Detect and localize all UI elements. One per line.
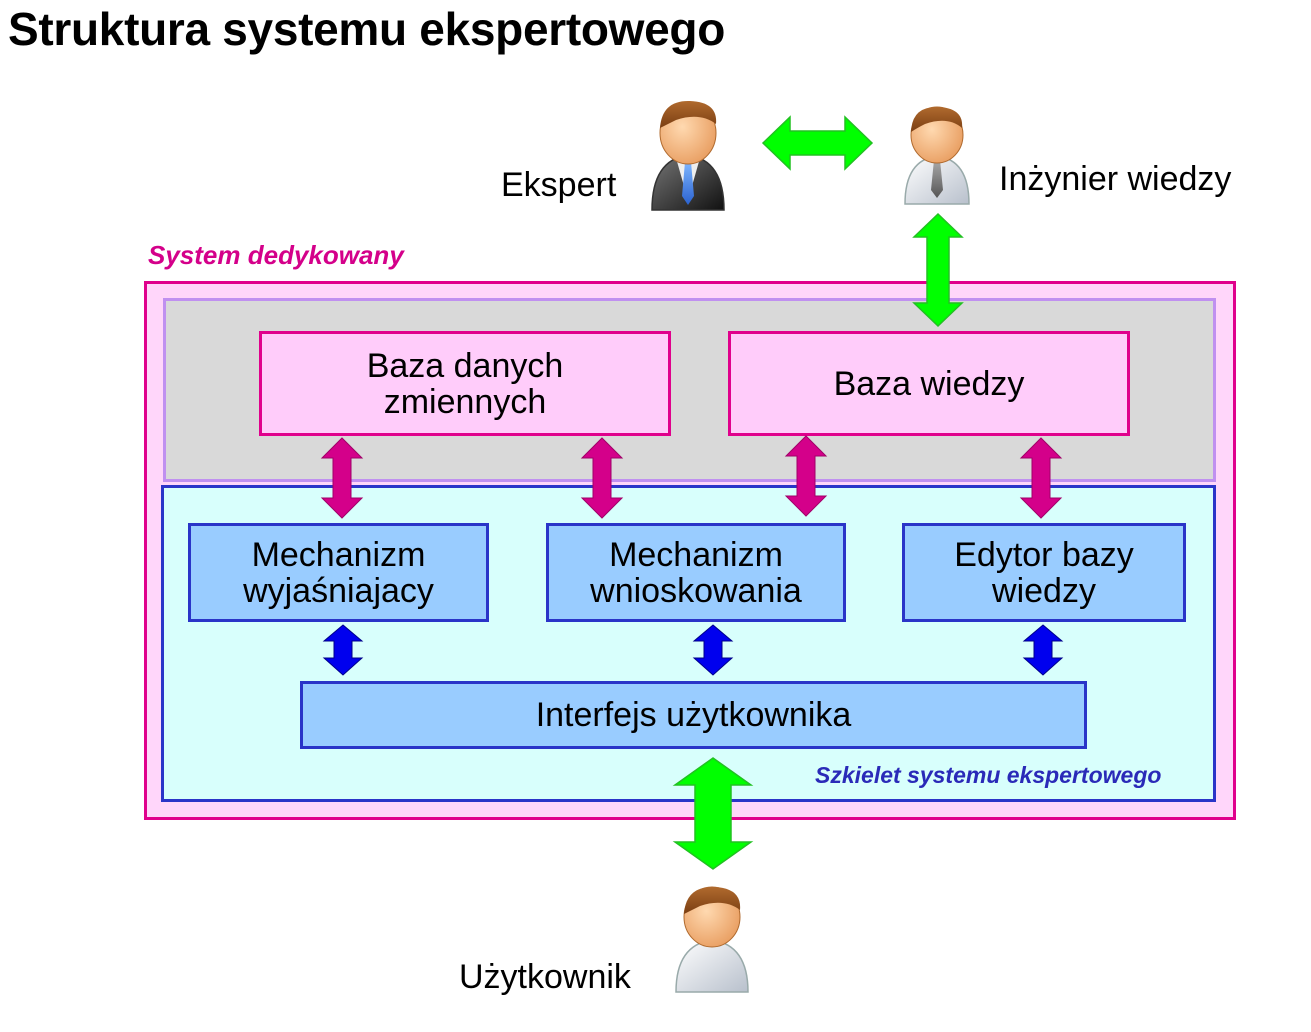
explanation-interface-arrow-icon [322,624,364,676]
expert-label: Ekspert [501,166,617,204]
expert-person-icon [651,100,725,211]
inference-interface-arrow-icon [692,624,734,676]
db-explanation-arrow-icon [320,437,364,519]
knowledge-base-editor-box: Edytor bazy wiedzy [902,523,1186,622]
expert-system-shell-label: Szkielet systemu ekspertowego [815,762,1162,788]
user-person-icon [675,886,749,993]
engineer-knowledge-base-arrow-icon [912,212,964,328]
explanation-mechanism-box: Mechanizm wyjaśniajacy [188,523,489,622]
kb-inference-arrow-icon [784,435,828,517]
page-title: Struktura systemu ekspertowego [8,3,726,55]
dedicated-system-label: System dedykowany [148,240,404,270]
user-label: Użytkownik [459,958,631,996]
knowledge-engineer-person-icon [904,106,970,205]
db-inference-arrow-icon [580,437,624,519]
knowledge-engineer-label: Inżynier wiedzy [999,160,1232,198]
editor-interface-arrow-icon [1022,624,1064,676]
expert-engineer-arrow-icon [761,115,874,171]
inference-mechanism-box: Mechanizm wnioskowania [546,523,846,622]
kb-editor-arrow-icon [1019,437,1063,519]
interface-user-arrow-icon [672,757,754,870]
user-interface-box: Interfejs użytkownika [300,681,1087,749]
variable-database-box: Baza danych zmiennych [259,331,671,436]
knowledge-base-box: Baza wiedzy [728,331,1130,436]
